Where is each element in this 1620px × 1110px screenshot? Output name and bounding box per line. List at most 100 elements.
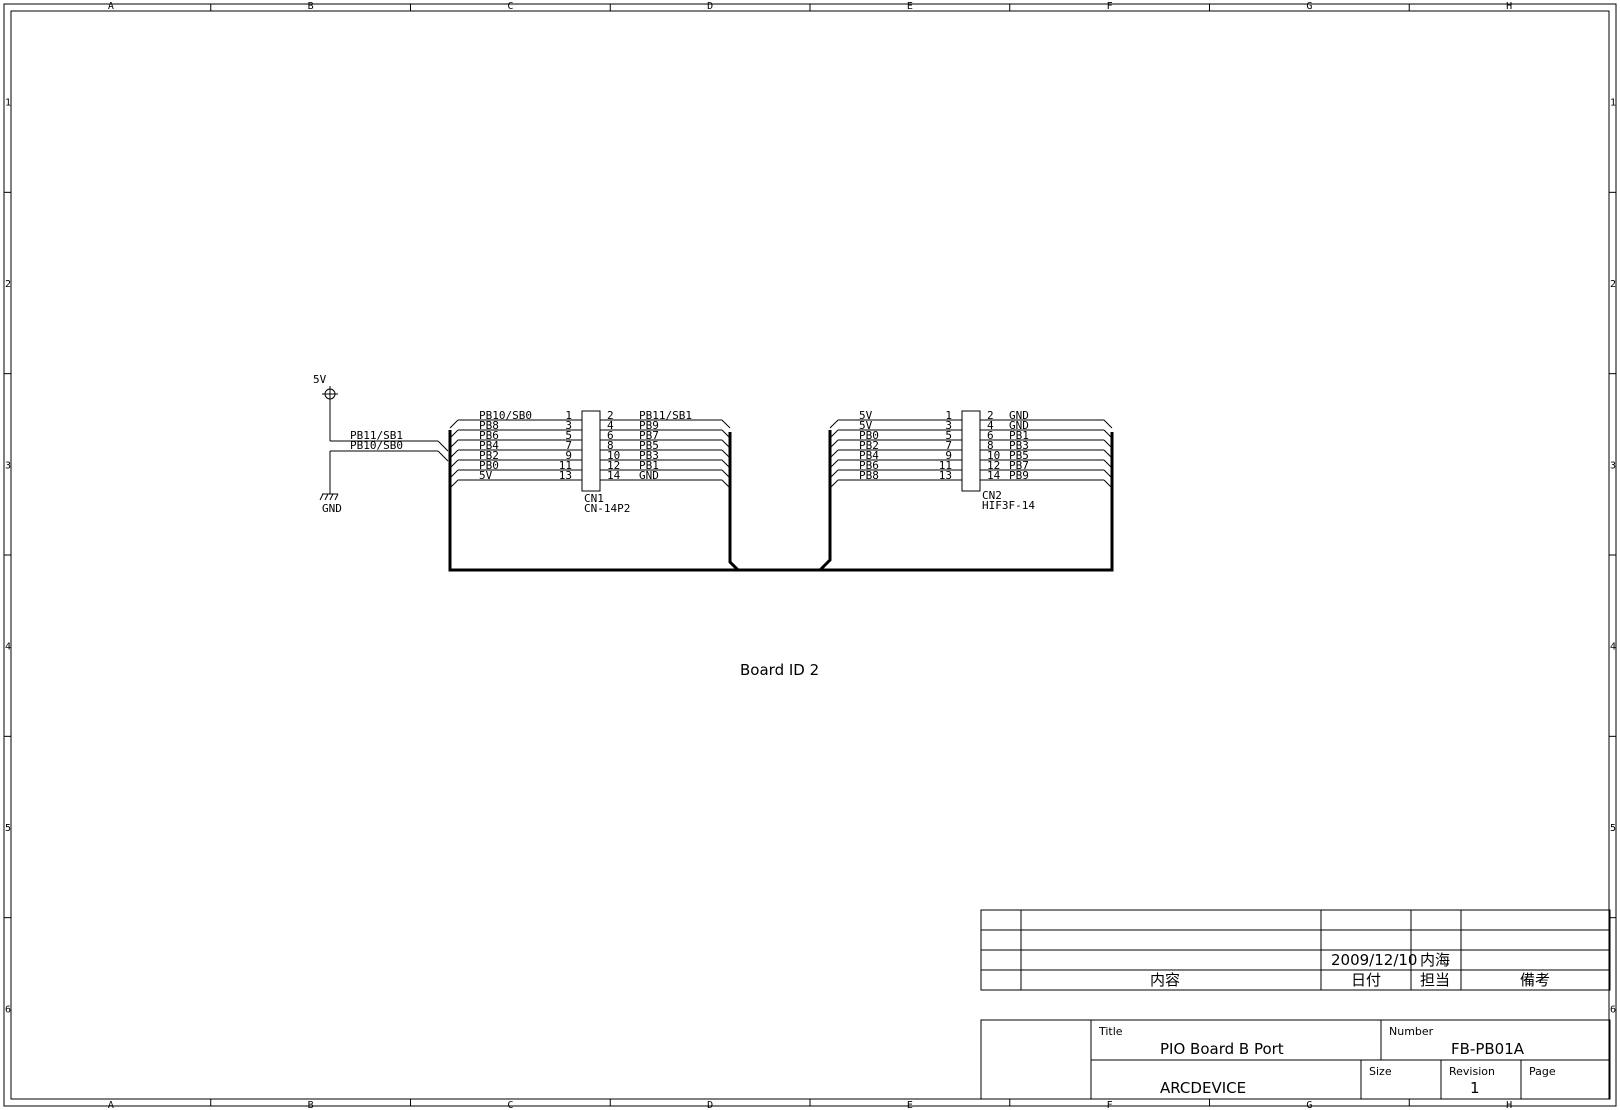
cn2-bus-entry <box>1103 439 1113 449</box>
drawing-frame <box>3 3 1617 1107</box>
cn1-bus-entry <box>721 419 731 429</box>
revision-person: 内海 <box>1420 951 1450 969</box>
cn1-bus-entry <box>721 429 731 439</box>
cn2-pin-number: 7 <box>945 439 952 452</box>
frame-col-label-top: G <box>1306 1 1312 12</box>
cn2-pin-number: 1 <box>945 409 952 422</box>
header-date: 日付 <box>1351 971 1381 989</box>
cn1-bus-entry <box>449 419 459 429</box>
cn1-pin-net-label: PB6 <box>479 429 499 442</box>
cn1-pin-number: 1 <box>565 409 572 422</box>
frame-col-label-top: A <box>108 1 114 12</box>
cn2-pin-net-label: PB4 <box>859 449 879 462</box>
cn1-pin-net-label: PB10/SB0 <box>479 409 532 422</box>
cn2-bus-entry <box>829 439 839 449</box>
revision-table <box>980 909 1611 991</box>
number-value: FB-PB01A <box>1451 1040 1525 1058</box>
frame-row-label-left: 4 <box>5 642 11 653</box>
cn2-bus-entry <box>1103 459 1113 469</box>
cn2-pin-number: 11 <box>939 459 952 472</box>
cn2-pin-number: 8 <box>987 439 994 452</box>
cn1-pin-number: 2 <box>607 409 614 422</box>
cn1-pin-number: 14 <box>607 469 621 482</box>
net-label-pb11: PB11/SB1 <box>350 429 403 442</box>
cn2-bus-entry <box>1103 429 1113 439</box>
cn1-pin-net-label: PB4 <box>479 439 499 452</box>
page-label: Page <box>1529 1065 1556 1078</box>
frame-col-label-bottom: E <box>907 1100 913 1110</box>
cn2-pin-net-label: PB5 <box>1009 449 1029 462</box>
ground-symbol <box>319 493 339 501</box>
frame-row-label-left: 2 <box>5 279 11 290</box>
cn1-pin-number: 5 <box>565 429 572 442</box>
power-5v-label: 5V <box>313 373 327 386</box>
cn1-bus-entry <box>721 479 731 489</box>
cn1-pin-number: 12 <box>607 459 620 472</box>
cn2-pin-net-label: PB3 <box>1009 439 1029 452</box>
cn2-pin-net-label: 5V <box>859 419 873 432</box>
cn1-pin-net-label: PB9 <box>639 419 659 432</box>
connector-cn2-ref: CN2 <box>982 489 1002 502</box>
header-notes: 備考 <box>1520 971 1550 989</box>
cn2-bus-entry <box>829 449 839 459</box>
header-person: 担当 <box>1420 971 1450 989</box>
cn1-pin-net-label: PB11/SB1 <box>639 409 692 422</box>
cn1-bus-entry <box>721 459 731 469</box>
cn1-pin-number: 7 <box>565 439 572 452</box>
cn1-pin-net-label: PB5 <box>639 439 659 452</box>
connector-cn2-body <box>961 410 981 492</box>
frame-row-label-right: 4 <box>1610 642 1616 653</box>
frame-col-label-bottom: G <box>1306 1100 1312 1110</box>
revision-label: Revision <box>1449 1065 1495 1078</box>
ground-label: GND <box>322 502 342 515</box>
cn1-pin-net-label: PB3 <box>639 449 659 462</box>
frame-col-label-top: D <box>707 1 713 12</box>
cn2-pin-number: 2 <box>987 409 994 422</box>
frame-row-label-right: 3 <box>1610 460 1616 471</box>
cn1-pin-net-label: PB1 <box>639 459 659 472</box>
board-id-note: Board ID 2 <box>740 661 819 679</box>
cn1-bus-entry <box>721 439 731 449</box>
revision-value: 1 <box>1470 1079 1480 1097</box>
cn2-pin-net-label: PB1 <box>1009 429 1029 442</box>
cn2-pin-net-label: GND <box>1009 419 1029 432</box>
number-label: Number <box>1389 1025 1434 1038</box>
cn1-pin-number: 11 <box>559 459 572 472</box>
cn1-bus-entry <box>449 469 459 479</box>
cn1-bus-entry <box>449 439 459 449</box>
cn2-bus-entry <box>1103 479 1113 489</box>
cn2-pin-number: 4 <box>987 419 994 432</box>
title-value: PIO Board B Port <box>1160 1040 1284 1058</box>
cn2-bus-entry <box>829 419 839 429</box>
cn2-pin-number: 12 <box>987 459 1000 472</box>
cn2-bus-entry <box>829 459 839 469</box>
frame-row-label-right: 6 <box>1610 1004 1616 1015</box>
frame-col-label-top: F <box>1107 1 1113 12</box>
frame-col-label-bottom: H <box>1506 1100 1512 1110</box>
net-label-pb10: PB10/SB0 <box>350 439 403 452</box>
cn2-pin-net-label: 5V <box>859 409 873 422</box>
connector-cn1-ref: CN1 <box>584 492 604 505</box>
cn2-pin-number: 6 <box>987 429 994 442</box>
cn2-pin-net-label: PB0 <box>859 429 879 442</box>
frame-col-label-top: E <box>907 1 913 12</box>
input-wires <box>329 399 449 494</box>
cn2-pin-net-label: PB2 <box>859 439 879 452</box>
connector-cn1-body <box>581 410 601 492</box>
cn1-pin-number: 10 <box>607 449 620 462</box>
frame-col-label-top: B <box>308 1 314 12</box>
cn1-pin-number: 4 <box>607 419 614 432</box>
cn2-bus-entry <box>829 469 839 479</box>
frame-col-label-bottom: D <box>707 1100 713 1110</box>
cn1-bus-entry <box>449 459 459 469</box>
cn2-bus-entry <box>829 479 839 489</box>
cn1-pin-net-label: GND <box>639 469 659 482</box>
cn2-bus-entry <box>829 429 839 439</box>
frame-row-label-left: 3 <box>5 460 11 471</box>
frame-col-label-bottom: B <box>308 1100 314 1110</box>
